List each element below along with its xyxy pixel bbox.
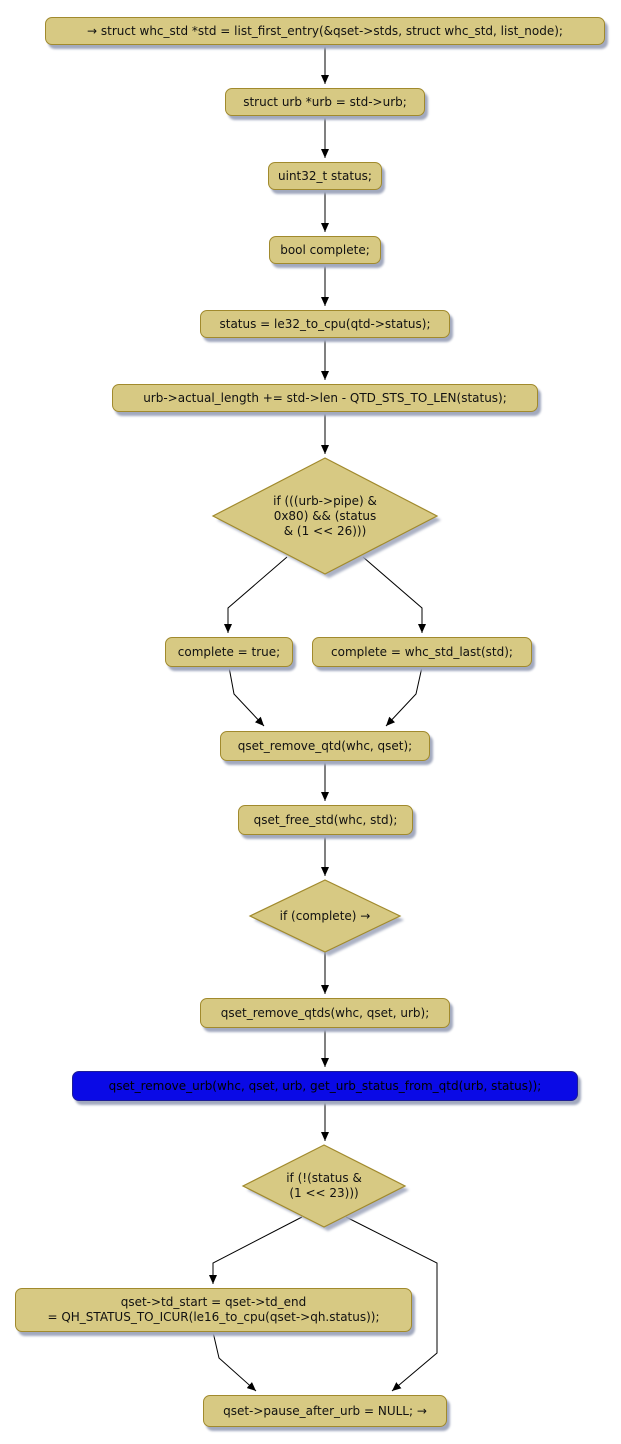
node-complete-decl: bool complete;	[269, 236, 381, 264]
edge-complete-whc-std-last-qset-remove-qtd	[385, 666, 423, 727]
node-qset-remove-qtd: qset_remove_qtd(whc, qset);	[220, 731, 430, 761]
edge-td-start-assign-pause-after-urb	[212, 1331, 257, 1392]
node-qset-free-std: qset_free_std(whc, std);	[238, 805, 413, 835]
node-urb-init: struct urb *urb = std->urb;	[225, 88, 425, 116]
node-complete-true: complete = true;	[165, 637, 293, 667]
decision-label-if-complete: if (complete) →	[279, 908, 371, 923]
decision-shape-if-status-23	[241, 1144, 407, 1228]
edge-if-pipe-status-complete-true	[224, 556, 288, 633]
node-status-assign: status = le32_to_cpu(qtd->status);	[200, 310, 450, 338]
decision-label-if-status-23: if (!(status & (1 << 23)))	[286, 1171, 362, 1200]
node-td-start-assign: qset->td_start = qset->td_end = QH_STATU…	[15, 1288, 412, 1332]
edge-if-pipe-status-complete-whc-std-last	[362, 556, 426, 633]
decision-label-if-pipe-status: if (((urb->pipe) & 0x80) && (status & (1…	[273, 493, 377, 538]
edge-if-status-23-td-start-assign	[209, 1216, 303, 1284]
node-status-decl: uint32_t status;	[268, 162, 382, 190]
node-actual-length: urb->actual_length += std->len - QTD_STS…	[112, 384, 538, 412]
edge-if-status-23-pause-after-urb	[345, 1216, 438, 1392]
decision-shape-if-pipe-status	[211, 457, 439, 575]
node-std-init: → struct whc_std *std = list_first_entry…	[45, 17, 605, 45]
node-complete-whc-std-last: complete = whc_std_last(std);	[312, 637, 532, 667]
node-qset-remove-urb-highlighted: qset_remove_urb(whc, qset, urb, get_urb_…	[72, 1071, 578, 1101]
edge-complete-true-qset-remove-qtd	[228, 666, 265, 727]
decision-shape-if-complete	[248, 879, 402, 953]
node-pause-after-urb: qset->pause_after_urb = NULL; →	[203, 1395, 447, 1427]
node-qset-remove-qtds: qset_remove_qtds(whc, qset, urb);	[200, 998, 450, 1028]
